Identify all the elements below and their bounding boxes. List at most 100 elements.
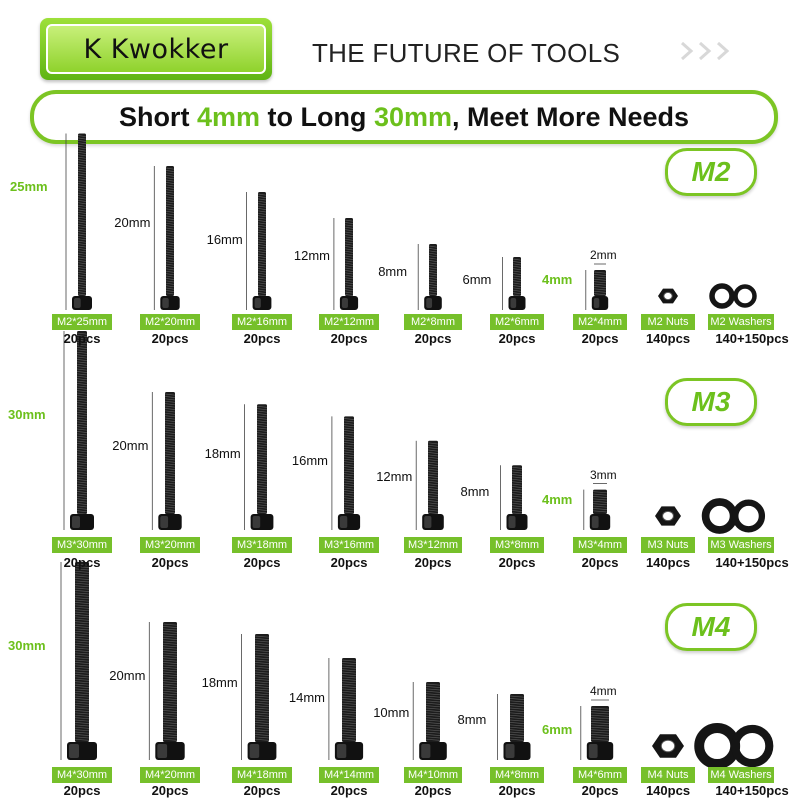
- screw-label: M3*12mm: [404, 537, 462, 553]
- screw-count: 20pcs: [151, 783, 189, 798]
- screw-head-highlight: [74, 298, 81, 308]
- length-label: 8mm: [457, 712, 487, 728]
- length-label: 6mm: [462, 271, 492, 287]
- nuts-label: M3 Nuts: [641, 537, 695, 553]
- nut-hole: [663, 291, 673, 301]
- screw-label: M2*25mm: [52, 314, 112, 330]
- nuts-count: 140pcs: [645, 555, 691, 570]
- screw-thread: [164, 393, 176, 514]
- screw-count: 20pcs: [330, 783, 368, 798]
- screw-label: M3*20mm: [140, 537, 200, 553]
- screw-label: M3*30mm: [52, 537, 112, 553]
- size-badge: M4: [665, 603, 757, 651]
- length-label: 30mm: [8, 406, 46, 422]
- screw-head-highlight: [339, 516, 348, 528]
- brand-name: K Kwokker: [83, 33, 229, 65]
- length-label: 30mm: [8, 638, 46, 654]
- screw-count: 20pcs: [498, 555, 536, 570]
- screw-head-highlight: [336, 744, 347, 758]
- screw-label: M4*14mm: [319, 767, 379, 783]
- screw-thread: [257, 193, 267, 297]
- screw-count: 20pcs: [243, 555, 281, 570]
- screw-head-highlight: [252, 516, 261, 528]
- nuts-label: M4 Nuts: [641, 767, 695, 783]
- screw-head-highlight: [254, 298, 261, 308]
- screw-count: 20pcs: [498, 331, 536, 346]
- headline-max-length: 30mm: [373, 101, 452, 132]
- length-label: 25mm: [10, 179, 48, 195]
- screw-count: 20pcs: [151, 331, 189, 346]
- screw-label: M2*8mm: [404, 314, 462, 330]
- headline-text: Short 4mm to Long 30mm, Meet More Needs: [119, 102, 689, 133]
- screw-count: 20pcs: [63, 783, 101, 798]
- flat-washer: [694, 723, 741, 769]
- screw-label: M2*20mm: [140, 314, 200, 330]
- length-label: 16mm: [206, 231, 243, 247]
- screw-label: M3*8mm: [490, 537, 544, 553]
- headline-pre: Short: [118, 101, 197, 132]
- length-label: 14mm: [288, 689, 326, 705]
- screw-count: 20pcs: [63, 331, 101, 346]
- screw-label: M3*18mm: [232, 537, 292, 553]
- diameter-label: 3mm: [590, 467, 617, 482]
- screw-head-highlight: [162, 298, 169, 308]
- washers-count: 140+150pcs: [715, 331, 789, 346]
- diameter-label: 4mm: [590, 684, 617, 698]
- screw-label: M4*18mm: [232, 767, 292, 783]
- washers-label: M4 Washers: [708, 767, 774, 783]
- screw-thread: [592, 491, 608, 513]
- screw-thread: [341, 659, 357, 741]
- diameter-label: 2mm: [590, 248, 617, 262]
- screw-head-highlight: [424, 516, 432, 528]
- nut-hole: [662, 510, 674, 522]
- screw-thread: [425, 683, 441, 741]
- washers-count: 140+150pcs: [715, 555, 789, 570]
- screw-thread: [162, 623, 178, 741]
- screw-count: 20pcs: [498, 783, 536, 798]
- brand-logo-box: K Kwokker: [40, 18, 272, 80]
- chevron-right-icon: [717, 41, 730, 61]
- screw-head-highlight: [249, 744, 260, 758]
- nut-hole: [660, 739, 676, 753]
- screw-label: M3*4mm: [573, 537, 627, 553]
- chevron-right-icon: [681, 41, 694, 61]
- screw-label: M3*16mm: [319, 537, 379, 553]
- screw-thread: [343, 418, 355, 514]
- length-label: 8mm: [460, 483, 490, 499]
- screw-thread: [165, 167, 175, 295]
- length-label: 8mm: [378, 263, 408, 279]
- washers-label: M3 Washers: [708, 537, 774, 553]
- screw-thread: [256, 405, 268, 514]
- size-badge: M2: [665, 148, 757, 196]
- screw-label: M4*8mm: [490, 767, 544, 783]
- size-badge-label: M2: [691, 156, 731, 187]
- tagline: THE FUTURE OF TOOLS: [312, 38, 621, 68]
- screw-thread: [593, 271, 607, 296]
- screw-head-highlight: [160, 516, 169, 528]
- length-label: 10mm: [373, 704, 410, 720]
- screw-thread: [77, 135, 87, 296]
- screw-head-highlight: [426, 298, 433, 308]
- screw-thread: [74, 563, 90, 741]
- length-label: 18mm: [201, 675, 238, 691]
- screw-label: M2*16mm: [232, 314, 292, 330]
- screw-thread: [344, 219, 354, 296]
- length-label: 18mm: [204, 445, 241, 461]
- screw-thread: [509, 695, 525, 741]
- screw-head-highlight: [508, 516, 516, 528]
- headline-min-length: 4mm: [196, 101, 260, 132]
- brand-logo-inner: K Kwokker: [46, 24, 266, 74]
- screw-thread: [590, 707, 610, 741]
- screw-count: 20pcs: [414, 555, 452, 570]
- screw-label: M4*6mm: [573, 767, 627, 783]
- length-label: 12mm: [293, 247, 331, 263]
- screw-head-highlight: [591, 516, 599, 528]
- length-label: 20mm: [109, 667, 146, 683]
- split-lock-washer: [732, 499, 766, 533]
- split-lock-washer: [731, 724, 774, 768]
- screw-label: M2*4mm: [573, 314, 627, 330]
- screw-label: M2*12mm: [319, 314, 379, 330]
- screw-head-highlight: [588, 744, 598, 758]
- size-badge-label: M4: [691, 611, 731, 642]
- screw-count: 20pcs: [581, 783, 619, 798]
